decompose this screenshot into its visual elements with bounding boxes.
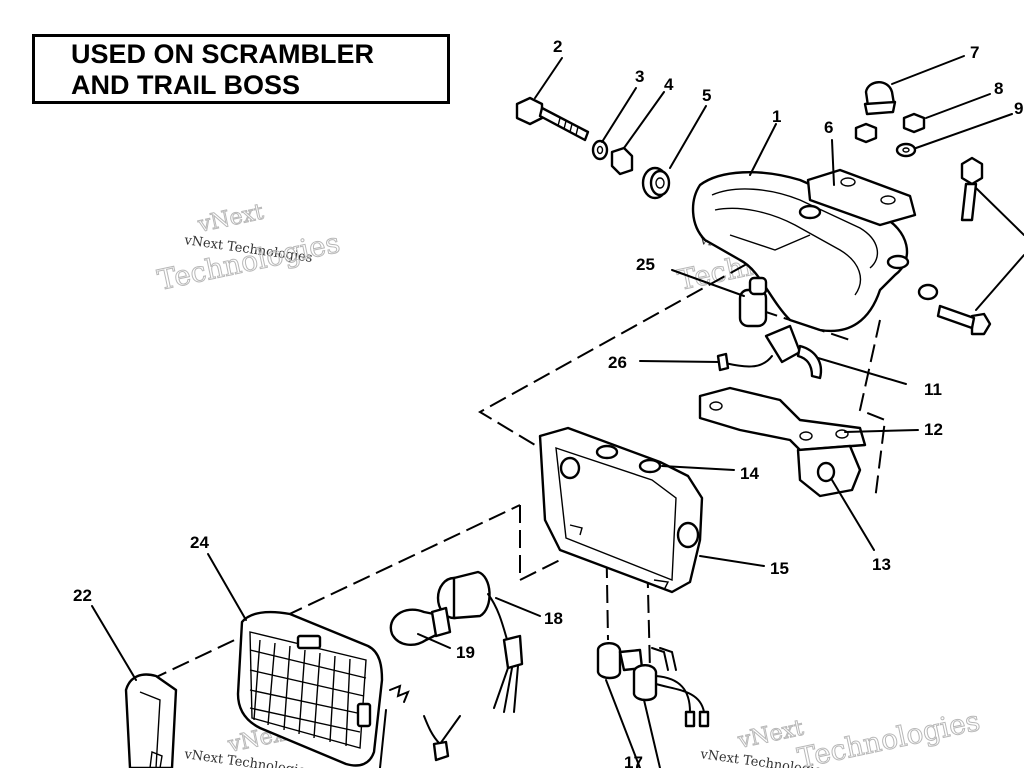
leader-13 — [831, 479, 875, 551]
wire-part-26 — [639, 352, 730, 372]
cap-nut-part-7 — [863, 81, 897, 116]
dash-line-bracket-to-mount — [858, 319, 887, 501]
callout-25: 25 — [636, 255, 655, 274]
dash-line-housing-to-lens — [519, 505, 561, 582]
nut-part-8 — [902, 112, 926, 134]
callout-17: 17 — [624, 753, 643, 768]
watermark-brand: vNext — [195, 200, 266, 238]
leader-25 — [671, 269, 745, 297]
leader-17a — [605, 679, 641, 768]
mount-tab-part-13 — [796, 444, 862, 498]
applicability-label: USED ON SCRAMBLER AND TRAIL BOSS — [32, 34, 450, 104]
callout-15: 15 — [770, 559, 789, 578]
watermark-left: vNext vNext Technologies Technologies — [154, 199, 343, 297]
spring-clip — [389, 684, 410, 703]
leader-12 — [844, 429, 919, 433]
watermark-word: Technologies — [795, 704, 983, 768]
callout-9: 9 — [1014, 99, 1023, 118]
callout-5: 5 — [702, 86, 711, 105]
leader-4 — [623, 91, 665, 149]
grommet-part-5 — [641, 166, 671, 200]
watermark-word: Technologies — [155, 226, 343, 297]
callout-12: 12 — [924, 420, 943, 439]
headlight-housing-part-14 — [538, 426, 704, 594]
callout-8: 8 — [994, 79, 1003, 98]
leader-10-lower — [975, 254, 1024, 311]
callout-4: 4 — [664, 75, 674, 94]
wire-clip — [423, 715, 461, 762]
callout-2: 2 — [553, 37, 562, 56]
bezel-part-22 — [124, 673, 178, 768]
bolt-upper-right — [960, 156, 984, 222]
bolt-lower-right — [936, 304, 992, 336]
leader-3 — [601, 87, 637, 143]
bolt-part-2 — [515, 96, 590, 142]
leader-lines — [91, 55, 1024, 768]
leader-11 — [817, 357, 907, 385]
callout-24: 24 — [190, 533, 209, 552]
dash-line-bracket-to-housing — [477, 239, 791, 449]
leader-14 — [661, 465, 735, 471]
callout-7: 7 — [970, 43, 979, 62]
leader-22 — [91, 605, 137, 681]
callout-numbers: 2 3 4 5 1 6 7 8 9 25 26 11 12 14 13 15 2… — [73, 37, 1023, 768]
leader-7 — [891, 55, 965, 85]
watermark-bottom-right: vNext vNext Technologies Technologies — [698, 704, 983, 768]
leader-17b — [643, 699, 661, 768]
leader-15 — [699, 555, 765, 567]
applicability-line-2: AND TRAIL BOSS — [71, 70, 301, 100]
leader-24 — [207, 553, 247, 621]
switch-part-11 — [719, 324, 823, 380]
callout-18: 18 — [544, 609, 563, 628]
callout-19: 19 — [456, 643, 475, 662]
callout-3: 3 — [635, 67, 644, 86]
callout-14: 14 — [740, 464, 759, 483]
socket-part-17 — [596, 642, 710, 728]
leader-19 — [417, 633, 451, 649]
callout-6: 6 — [824, 118, 833, 137]
washer-part-3 — [591, 139, 609, 161]
dash-line-mount — [759, 309, 851, 341]
applicability-line-1: USED ON SCRAMBLER — [71, 39, 375, 69]
dash-line-lens-alignment — [149, 504, 521, 681]
nut-small — [854, 122, 878, 144]
leader-8 — [925, 93, 991, 119]
leader-10-upper — [975, 187, 1024, 236]
socket-part-18 — [436, 570, 524, 713]
washer-part-9 — [895, 142, 917, 158]
callout-1: 1 — [772, 107, 781, 126]
leader-2 — [534, 57, 563, 99]
nut-part-4 — [610, 146, 634, 176]
callout-22: 22 — [73, 586, 92, 605]
mount-bracket-part-12 — [698, 386, 867, 452]
switch-part-25 — [738, 276, 768, 328]
callout-26: 26 — [608, 353, 627, 372]
callout-13: 13 — [872, 555, 891, 574]
leader-9 — [915, 113, 1013, 149]
leader-1 — [749, 123, 777, 176]
leader-18 — [495, 597, 541, 617]
leader-6 — [831, 139, 835, 186]
bulb-part-19 — [389, 606, 452, 646]
leader-5 — [669, 105, 707, 169]
wire-lead — [379, 709, 387, 768]
callout-11: 11 — [924, 380, 942, 399]
lens-part-24 — [236, 610, 384, 767]
